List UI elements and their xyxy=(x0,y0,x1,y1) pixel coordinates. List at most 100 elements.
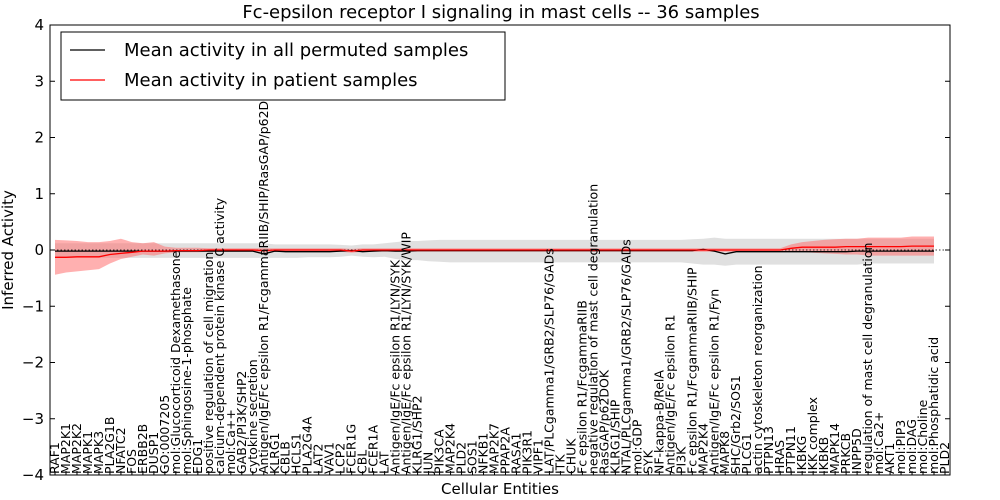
x-tick-label: Antigen/IgE/Fc epsilon R1/Fyn xyxy=(706,289,721,474)
legend: Mean activity in all permuted samples Me… xyxy=(60,31,506,101)
x-tick-label: MAPK8 xyxy=(717,431,732,474)
x-tick-label: GO:0007205 xyxy=(157,395,172,474)
x-tick-label: SHC/Grb2/SOS1 xyxy=(728,375,743,474)
plot-frame xyxy=(49,24,951,476)
x-tick-label: PIK3R1 xyxy=(520,430,535,474)
x-tick-label: VIPF1 xyxy=(531,439,546,474)
x-tick-label: SOS1 xyxy=(465,440,480,474)
x-tick-label: CBL xyxy=(355,450,370,474)
legend-label-patient: Mean activity in patient samples xyxy=(124,70,418,91)
x-tick-label: positive regulation of cell migration xyxy=(201,252,216,474)
x-tick-label: FCER1A xyxy=(366,425,381,474)
x-tick-label: actin cytoskeleton reorganization xyxy=(750,265,765,474)
y-tick-label: −1 xyxy=(22,297,44,315)
x-tick-label: JUN xyxy=(421,452,436,475)
x-tick-label: mol:PIP3 xyxy=(893,420,908,474)
x-tick-label: mol:Sphingosine-1-phosphate xyxy=(179,287,194,474)
x-tick-label: NFKB1 xyxy=(476,433,491,474)
x-tick-label: LAT/PLCgamma1/GRB2/SLP76/GADs xyxy=(541,248,556,474)
legend-label-permuted: Mean activity in all permuted samples xyxy=(124,40,468,61)
x-tick-label: RASA1 xyxy=(509,433,524,474)
x-tick-label: NFATC2 xyxy=(113,427,128,474)
y-tick-label: 3 xyxy=(34,72,44,90)
x-tick-label: Antigen/IgE/Fc epsilon R1/FcgammaRIIB/SH… xyxy=(256,82,271,474)
x-tick-label: MAP2K4 xyxy=(443,423,458,474)
x-tick-label: MAPK1 xyxy=(80,431,95,474)
y-tick-label: −3 xyxy=(22,410,44,428)
x-tick-label: MAP2K4 xyxy=(695,423,710,474)
x-tick-label: PTPN11 xyxy=(783,426,798,474)
x-tick-label: RAF1 xyxy=(47,442,62,474)
x-tick-label: LCP2 xyxy=(333,443,348,474)
x-tick-label: cytokine secretion xyxy=(245,359,260,474)
x-tick-label: PLCG1 xyxy=(739,433,754,474)
x-tick-label: mol:Ca2+ xyxy=(871,412,886,474)
x-tick-label: Antigen/IgE/Fc epsilon R1/LYN/SYK/WIP xyxy=(399,232,414,474)
x-tick-label: PRKCB xyxy=(838,433,853,474)
x-tick-label: AKT1 xyxy=(882,443,897,474)
x-tick-label: calcium-dependent protein kinase C activ… xyxy=(212,197,227,474)
x-tick-label: LAT xyxy=(377,451,392,474)
x-tick-label: mol:GDP xyxy=(629,419,644,474)
x-tick-label: Antigen/IgE/Fc epsilon R1 xyxy=(662,314,677,474)
x-tick-label: PI3K xyxy=(673,446,688,474)
x-tick-label: PLA2G1B xyxy=(102,416,117,474)
x-tick-label: MAP2K7 xyxy=(487,423,502,474)
band-patient xyxy=(55,236,934,275)
y-tick-label: 4 xyxy=(34,16,44,34)
x-tick-label: PIK3CA xyxy=(432,429,447,474)
x-tick-label: PPAP2A xyxy=(498,427,513,474)
x-tick-label: MAP2K2 xyxy=(69,423,84,474)
x-tick-label: MAP2K1 xyxy=(58,423,73,474)
x-tick-label: DUSP1 xyxy=(146,432,161,474)
x-tick-label: GAB2/PI3K/SHP2 xyxy=(234,371,249,474)
x-tick-label: negative regulation of mast cell degranu… xyxy=(585,184,600,474)
x-tick-label: mol:Glucocorticoid Dexamethasone xyxy=(168,250,183,474)
x-axis-label: Cellular Entities xyxy=(441,480,559,498)
chart-title: Fc-epsilon receptor I signaling in mast … xyxy=(242,2,759,23)
legend-box xyxy=(60,31,506,101)
x-tick-label: PLD2 xyxy=(937,442,952,474)
x-tick-label: KLRG1/SHIP xyxy=(607,399,622,474)
x-tick-label: Fc epsilon R1/FcgammaRIIB/SHIP xyxy=(684,267,699,474)
x-tick-label: LAT2 xyxy=(311,444,326,474)
x-tick-label: FOS xyxy=(124,449,139,474)
x-tick-label: NF-kappa-B/RelA xyxy=(651,370,666,474)
x-tick-label: KLRG1 xyxy=(267,433,282,475)
x-tick-label: VAV1 xyxy=(322,442,337,474)
x-tick-label: MAPK14 xyxy=(827,423,842,474)
y-tick-label: −2 xyxy=(22,354,44,372)
x-tick-label: MAPK3 xyxy=(91,431,106,474)
x-tick-label: PTPN13 xyxy=(761,426,776,474)
x-tick-label: SYK xyxy=(640,449,655,474)
x-tick-label: NTAL/PLCgamma1/GRB2/SLP76/GADs xyxy=(618,239,633,474)
x-tick-label: Antigen/IgE/Fc epsilon R1/LYN/SYK xyxy=(388,259,403,474)
x-tick-label: regulation of mast cell degranulation xyxy=(860,243,875,474)
x-tick-label: EDG1 xyxy=(190,439,205,474)
x-tick-label: CBLB xyxy=(278,441,293,474)
x-tick-label: PLD2 xyxy=(454,442,469,474)
x-tick-label: Fc epsilon R1/FcgammaRIIB xyxy=(574,300,589,474)
x-tick-label: PLA2G4A xyxy=(300,416,315,474)
x-tick-label: mol:DAG xyxy=(904,419,919,474)
series-line-patient xyxy=(55,245,934,258)
y-tick-label: 0 xyxy=(34,241,44,259)
x-tick-label: IKBKB xyxy=(816,437,831,474)
y-tick-label: 1 xyxy=(34,185,44,203)
x-tick-label: IKK complex xyxy=(805,397,820,474)
x-tick-label: INPP5D xyxy=(849,428,864,474)
y-tick-label: −4 xyxy=(22,466,44,484)
x-tick-label: CHUK xyxy=(563,438,578,474)
x-tick-label: mol:Ca++ xyxy=(223,409,238,474)
x-tick-label: mol:Phosphatidic acid xyxy=(926,337,941,474)
x-tick-label: mol:Choline xyxy=(915,399,930,474)
y-axis-label: Inferred Activity xyxy=(0,190,17,310)
x-tick-label: HCLS1 xyxy=(289,433,304,474)
x-tick-label: IKBKG xyxy=(794,436,809,474)
x-tick-label: HRAS xyxy=(772,440,787,474)
x-tick-label: RasGAP/p62DOK xyxy=(596,369,611,474)
x-tick-label: ERBB2B xyxy=(135,424,150,474)
x-tick-label: FCER1G xyxy=(344,424,359,474)
x-tick-label: KLRG1/SHP2 xyxy=(410,395,425,474)
